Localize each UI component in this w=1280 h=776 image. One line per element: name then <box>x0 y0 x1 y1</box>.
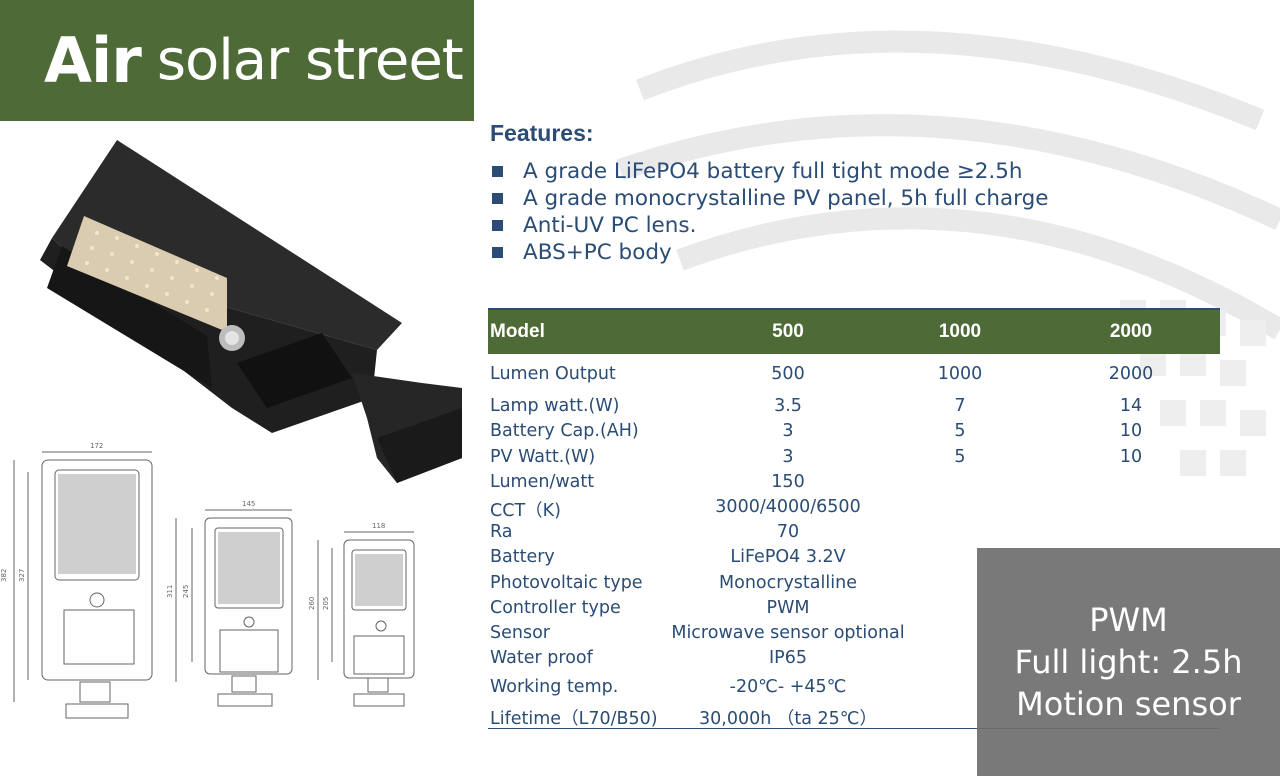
feature-item: A grade monocrystalline PV panel, 5h ful… <box>492 185 1049 212</box>
cell-1000: 5 <box>954 421 966 441</box>
feature-item: Anti-UV PC lens. <box>492 212 1049 239</box>
feature-item: A grade LiFePO4 battery full tight mode … <box>492 158 1049 185</box>
row-label: Battery <box>490 547 555 567</box>
row-label: Battery Cap.(AH) <box>490 421 639 441</box>
medium-height-label: 311 <box>166 585 174 598</box>
features-list: A grade LiFePO4 battery full tight mode … <box>492 158 1049 266</box>
row-label: Photovoltaic type <box>490 573 643 593</box>
cell-value: PWM <box>766 598 810 618</box>
callout-line: PWM <box>1089 601 1168 639</box>
cell-value: IP65 <box>769 648 807 668</box>
cell-value: 150 <box>771 472 805 492</box>
table-row: CCT（K) 3000/4000/6500 <box>0 497 1280 521</box>
cell-2000: 10 <box>1119 421 1143 441</box>
table-row: Controller type PWM <box>0 598 1280 622</box>
large-height-label: 382 <box>0 569 8 582</box>
row-label: Sensor <box>490 623 550 643</box>
spec-table-bottom-rule <box>488 728 1220 729</box>
row-label: Water proof <box>490 648 593 668</box>
cell-value: 70 <box>776 522 800 542</box>
feature-item: ABS+PC body <box>492 239 1049 266</box>
row-label: Lumen/watt <box>490 472 595 492</box>
row-label: Controller type <box>490 598 621 618</box>
table-row: Lumen/watt 150 <box>0 472 1280 496</box>
small-inner-height-label: 205 <box>322 597 330 610</box>
table-row: Water proof IP65 <box>0 648 1280 672</box>
row-label: Lumen Output <box>490 364 616 384</box>
title-light: solar street <box>156 28 464 93</box>
table-row: PV Watt.(W) 3 5 10 <box>0 447 1280 471</box>
cell-value: LiFePO4 3.2V <box>730 547 846 567</box>
callout-line: Full light: 2.5h <box>1014 643 1243 681</box>
cell-2000: 10 <box>1119 447 1143 467</box>
cell-500: 500 <box>771 364 805 384</box>
feature-text: A grade LiFePO4 battery full tight mode … <box>523 159 1023 184</box>
feature-text: ABS+PC body <box>523 240 672 265</box>
cell-value: -20℃- +45℃ <box>729 677 847 697</box>
cell-500: 3 <box>782 447 794 467</box>
row-label: CCT（K) <box>490 501 561 521</box>
medium-inner-height-label: 245 <box>182 585 190 598</box>
feature-text: A grade monocrystalline PV panel, 5h ful… <box>523 186 1049 211</box>
bullet-icon <box>492 193 503 204</box>
small-height-label: 260 <box>308 597 316 610</box>
table-row: Working temp. -20℃- +45℃ <box>0 677 1280 701</box>
row-label: Working temp. <box>490 677 619 697</box>
callout-box: PWM Full light: 2.5h Motion sensor <box>977 548 1280 776</box>
medium-width-label: 145 <box>242 500 255 508</box>
cell-value: Microwave sensor optional <box>671 623 905 643</box>
table-row: Sensor Microwave sensor optional <box>0 623 1280 647</box>
title-banner: Air solar street <box>0 0 474 121</box>
table-row: Ra 70 <box>0 522 1280 546</box>
bullet-icon <box>492 166 503 177</box>
table-row: Battery LiFePO4 3.2V <box>0 547 1280 571</box>
cell-500: 3 <box>782 421 794 441</box>
bullet-icon <box>492 220 503 231</box>
cell-2000: 14 <box>1119 396 1143 416</box>
table-row: Battery Cap.(AH) 3 5 10 <box>0 421 1280 445</box>
row-label: Ra <box>490 522 513 542</box>
cell-value: 3000/4000/6500 <box>715 497 861 517</box>
table-row: Photovoltaic type Monocrystalline <box>0 573 1280 597</box>
bullet-icon <box>492 247 503 258</box>
table-row: Lamp watt.(W) 3.5 7 14 <box>0 396 1280 420</box>
cell-value: Monocrystalline <box>719 573 857 593</box>
title-bold: Air <box>44 24 142 97</box>
large-width-label: 172 <box>90 442 103 450</box>
cell-1000: 7 <box>954 396 966 416</box>
table-row: Lifetime（L70/B50) 30,000h （ta 25℃） <box>0 705 1280 729</box>
cell-500: 3.5 <box>774 396 802 416</box>
cell-2000: 2000 <box>1108 364 1154 384</box>
features-heading: Features: <box>490 120 594 146</box>
cell-1000: 5 <box>954 447 966 467</box>
dimension-drawings: 172 382 327 145 311 245 118 260 205 <box>0 442 415 719</box>
feature-text: Anti-UV PC lens. <box>523 213 697 238</box>
product-photo <box>40 140 462 483</box>
spec-table-header: Model 500 1000 2000 <box>488 310 1220 354</box>
header-1000: 1000 <box>938 321 982 342</box>
spec-table-top-rule <box>488 308 1220 310</box>
small-width-label: 118 <box>372 522 385 530</box>
callout-line: Motion sensor <box>1016 685 1241 723</box>
table-row: Lumen Output 500 1000 2000 <box>0 364 1280 388</box>
cell-value: 30,000h （ta 25℃） <box>699 709 877 729</box>
row-label: PV Watt.(W) <box>490 447 596 467</box>
row-label: Lamp watt.(W) <box>490 396 620 416</box>
header-2000: 2000 <box>1109 321 1153 342</box>
row-label: Lifetime（L70/B50) <box>490 709 658 729</box>
large-inner-height-label: 327 <box>18 569 26 582</box>
header-model: Model <box>490 321 545 342</box>
cell-1000: 1000 <box>937 364 983 384</box>
header-500: 500 <box>772 321 804 342</box>
background-swirl-graphic <box>616 30 1280 476</box>
